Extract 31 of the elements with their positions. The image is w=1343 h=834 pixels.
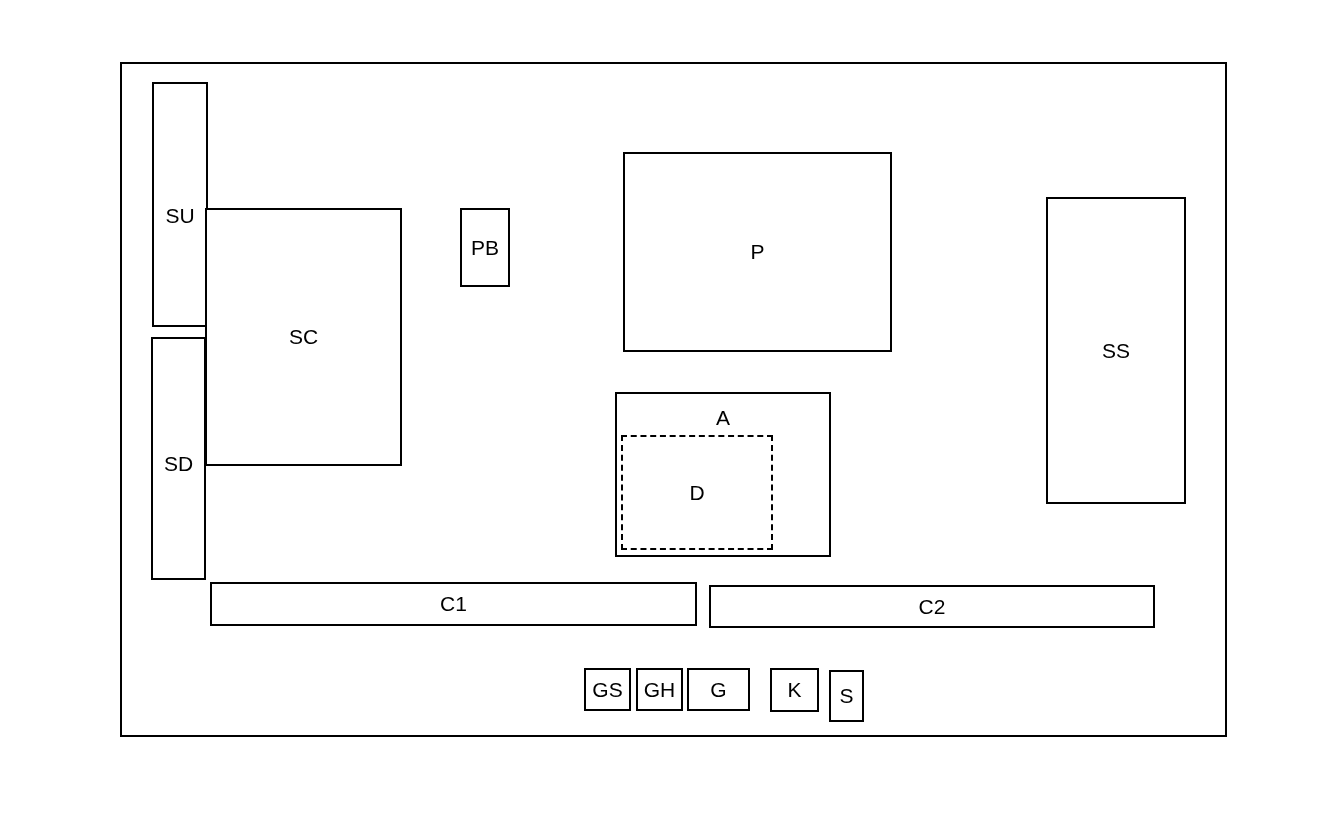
component-label: D — [688, 480, 706, 505]
component-label: PB — [470, 235, 500, 260]
dashed-box — [621, 435, 773, 550]
component-box — [151, 337, 206, 580]
component-label: C1 — [439, 592, 468, 616]
component-label: P — [749, 240, 766, 264]
component-label: SC — [287, 325, 320, 349]
component-box — [687, 668, 750, 711]
component-box — [460, 208, 510, 287]
component-box — [152, 82, 208, 327]
component-box — [770, 668, 819, 712]
component-box — [615, 392, 831, 557]
frame-box — [120, 62, 1227, 737]
component-label: GH — [642, 677, 677, 702]
component-label: GS — [591, 677, 624, 702]
component-box — [1046, 197, 1186, 504]
component-box — [584, 668, 631, 711]
component-box — [623, 152, 892, 352]
component-label: A — [715, 406, 731, 430]
component-label: SD — [162, 452, 195, 476]
component-box — [205, 208, 402, 466]
component-label: C2 — [917, 594, 947, 619]
component-label: SS — [1101, 338, 1131, 363]
component-box — [636, 668, 683, 711]
component-label: K — [786, 678, 803, 702]
component-box — [210, 582, 697, 626]
component-box — [829, 670, 864, 722]
component-label: G — [709, 677, 728, 702]
component-box — [709, 585, 1155, 628]
component-label: S — [838, 684, 855, 708]
component-label: SU — [164, 204, 196, 228]
